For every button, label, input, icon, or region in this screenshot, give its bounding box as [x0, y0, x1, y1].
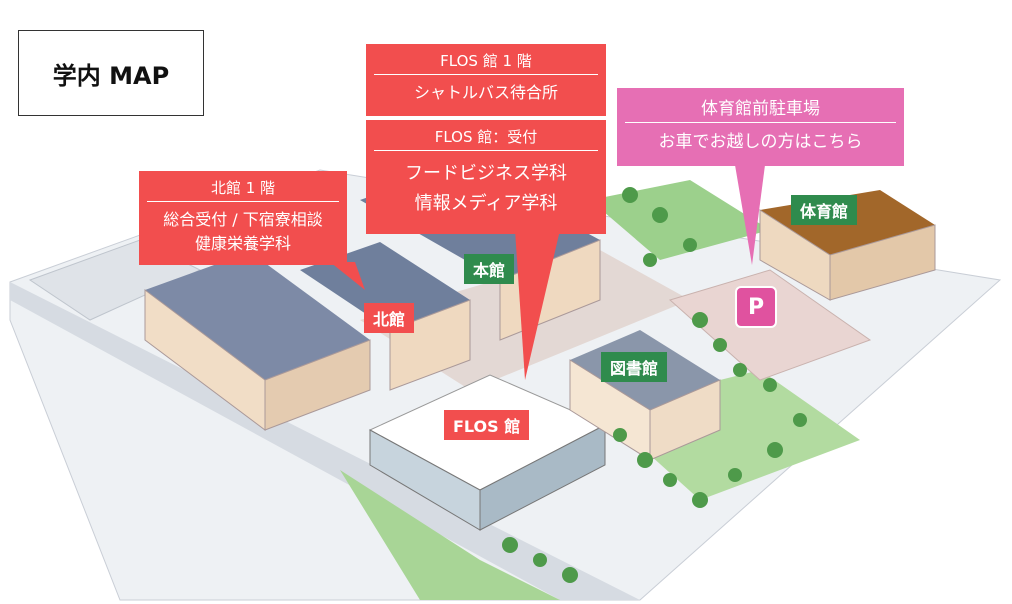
callout-pointer [330, 262, 365, 290]
label-taiikukan: 体育館 [791, 195, 858, 225]
callout-flos-1f: FLOS 館 1 階 シャトルバス待合所 [366, 44, 606, 116]
flos-building-side [479, 424, 606, 531]
callout-pointer [735, 165, 765, 265]
label-kitakan: 北館 [364, 303, 415, 333]
callout-gym-parking-line2: お車でお越しの方はこちら [658, 132, 863, 152]
label-flos: FLOS 館 [444, 410, 530, 440]
callout-north-1f-line2: 総合受付 / 下宿寮相談 [163, 210, 323, 229]
map-title: 学内 MAP [18, 30, 204, 116]
callout-gym-parking-line1: 体育館前駐車場 [625, 88, 896, 123]
callout-flos-reception-line2: フードビジネス学科 [405, 163, 567, 184]
label-toshokan: 図書館 [601, 352, 668, 382]
label-honkan: 本館 [464, 254, 515, 284]
callout-flos-1f-line2: シャトルバス待合所 [413, 83, 558, 102]
callout-north-1f-line1: 北館 1 階 [147, 171, 339, 202]
callout-flos-reception-line1: FLOS 館：受付 [374, 120, 598, 151]
callout-north-1f-line3: 健康栄養学科 [194, 234, 291, 253]
callout-pointer [515, 230, 560, 380]
north-building-side [264, 339, 371, 431]
callout-flos-1f-line1: FLOS 館 1 階 [374, 44, 598, 75]
gym-side [829, 224, 936, 301]
callout-flos-reception-line3: 情報メディア学科 [414, 193, 558, 214]
north-building-roof [145, 252, 370, 380]
callout-north-1f: 北館 1 階 総合受付 / 下宿寮相談 健康栄養学科 [139, 171, 347, 265]
parking-marker: P [735, 286, 777, 328]
lawn [340, 470, 560, 600]
trees [502, 187, 807, 583]
callout-gym-parking: 体育館前駐車場 お車でお越しの方はこちら [617, 88, 904, 166]
callout-flos-reception: FLOS 館：受付 フードビジネス学科 情報メディア学科 [366, 120, 606, 234]
